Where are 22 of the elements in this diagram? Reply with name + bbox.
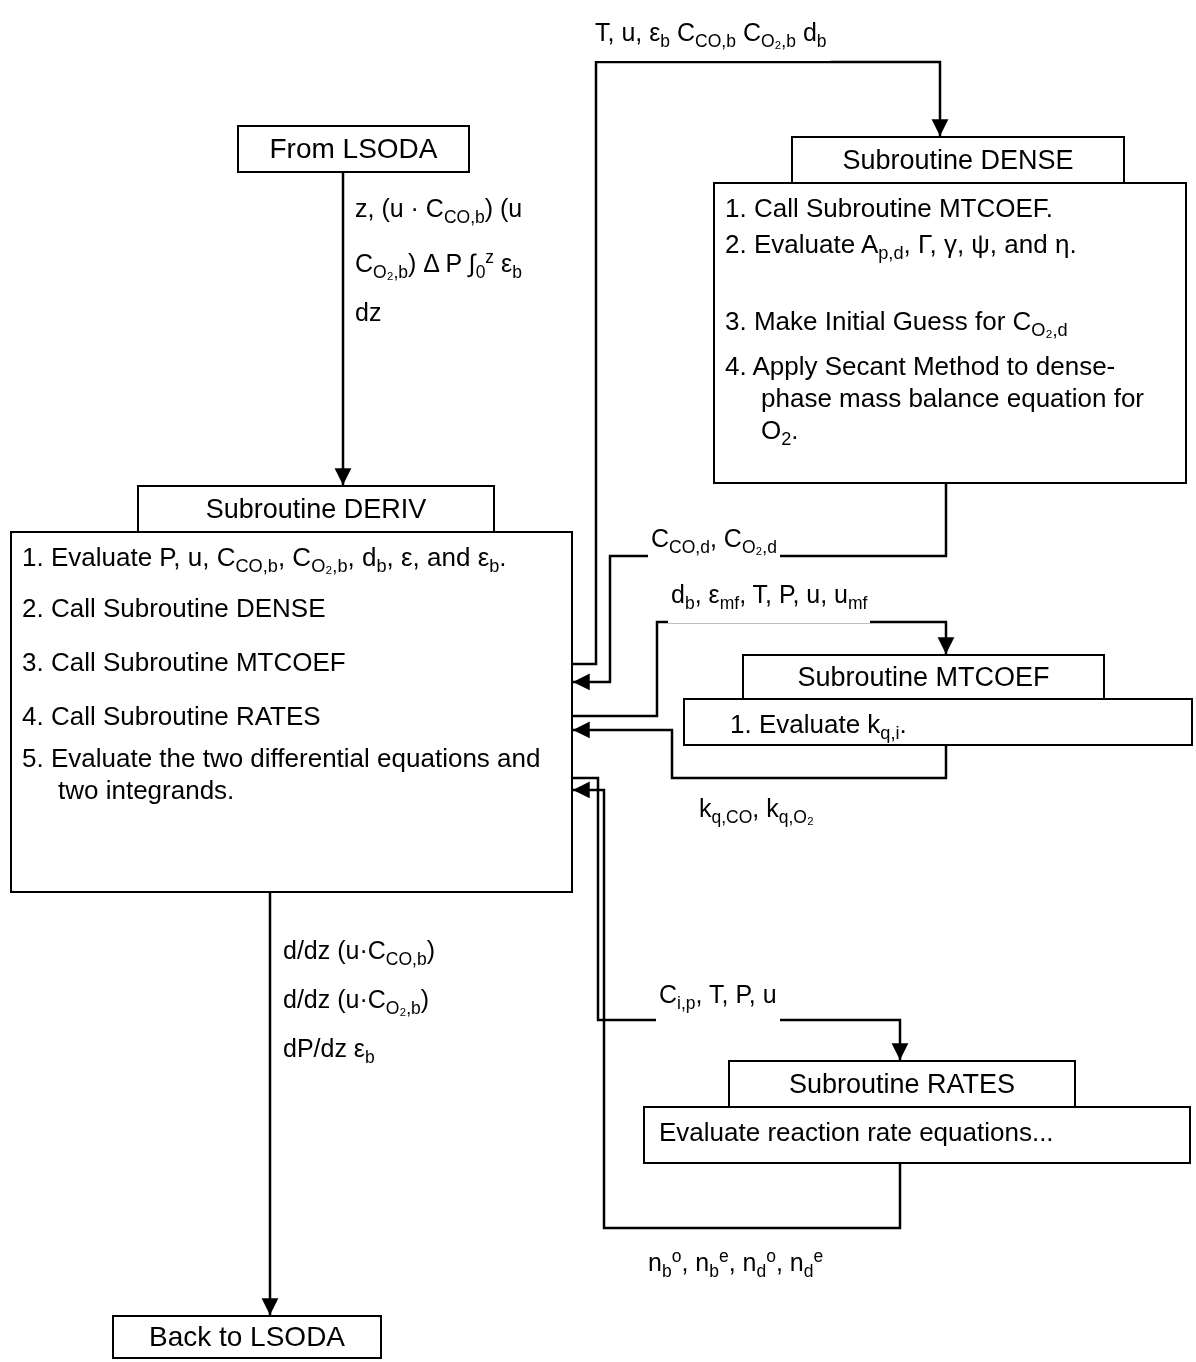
arrow: [572, 721, 948, 780]
step-text: 2. Call Subroutine DENSE: [22, 592, 327, 625]
terminal-box: Back to LSODA: [112, 1315, 382, 1359]
step-text: 4. Call Subroutine RATES: [22, 700, 322, 733]
step-text: 1. Evaluate P, u, C$_{CO,b}$, C$_{O₂,b}$, d$_{b}$, ε, and ε$_{b}$.: [22, 541, 508, 579]
step-text: 1. Evaluate k$_{q,i}$.: [730, 708, 908, 746]
step-text: 4. Apply Secant Method to dense-phase mass balance equation for O$_{2}$.: [725, 350, 1146, 452]
subroutine-title: Subroutine MTCOEF: [742, 654, 1105, 700]
step-text: 1. Call Subroutine MTCOEF.: [725, 192, 1054, 224]
step-text: 3. Call Subroutine MTCOEF: [22, 646, 347, 679]
subroutine-title: Subroutine DENSE: [791, 136, 1125, 184]
arrow: [261, 893, 279, 1316]
arrow: [573, 60, 949, 666]
arrow: [572, 781, 902, 1230]
step-text: Evaluate reaction rate equations...: [659, 1116, 1055, 1148]
step-text: 2. Evaluate A$_{p,d}$, Γ, γ, ψ, and η.: [725, 228, 1078, 266]
terminal-box: From LSODA: [237, 125, 470, 173]
arrow: [334, 173, 352, 486]
subroutine-title: Subroutine RATES: [728, 1060, 1076, 1108]
step-text: 5. Evaluate the two differential equations and two integrands.: [22, 742, 542, 807]
step-text: 3. Make Initial Guess for C$_{O₂,d}$: [725, 305, 1069, 343]
subroutine-title: Subroutine DERIV: [137, 485, 495, 533]
